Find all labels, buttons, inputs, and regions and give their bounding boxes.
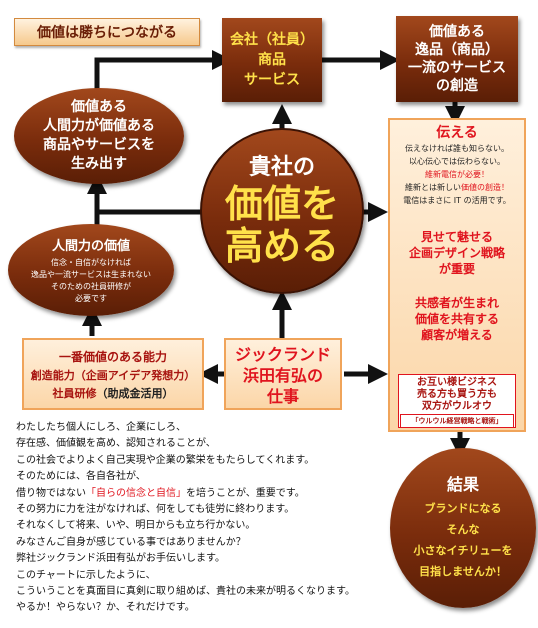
panel-title-tell: 伝える [436, 125, 478, 141]
value-line-1: 価値ある [429, 24, 485, 40]
panel-p3: 電信はまさに IT の活用です。 [403, 196, 511, 205]
center-line-2: 価値を [224, 182, 339, 226]
value-people-ellipse: 価値ある 人間力が価値ある 商品やサービスを 生み出す [14, 88, 184, 184]
body-line: 弊社ジックランド浜田有弘がお手伝いします。 [16, 553, 225, 565]
center-line-3: 高める [224, 224, 339, 268]
body-line: 存在感、価値観を高め、認知されることが、 [16, 438, 216, 450]
people-line-1: 価値ある [71, 99, 127, 115]
panel-title-share-2: 価値を共有する [414, 312, 499, 326]
people-line-4: 生み出す [71, 156, 127, 172]
panel-p2: 維新とは新しい価値の創造！ [390, 181, 524, 194]
win-line-1: お互い様ビジネス [417, 377, 497, 388]
ability-title: 一番価値のある能力 [58, 350, 167, 364]
ability-line-3a: 社員研修 [52, 387, 97, 400]
people-line-2: 人間力が価値ある [43, 118, 155, 134]
ability-box: 一番価値のある能力 創造能力（企画アイデア発想力） 社員研修（助成金活用） [22, 338, 204, 410]
center-line-1: 貴社の [248, 155, 315, 180]
ability-line-3b: （助成金活用） [96, 387, 174, 400]
win-line-2: 売る方も買う方も [417, 389, 497, 400]
tagline-text: 価値は勝ちにつながる [37, 25, 177, 41]
body-line-part: 借り物ではない [16, 487, 86, 499]
jig-line-3: 仕事 [266, 387, 299, 406]
body-line: そのためには、各自各社が、 [16, 471, 146, 483]
body-line-emphasis: 「自らの信念と自信」 [86, 487, 186, 499]
conclusion-line-4: 目指しませんか！ [419, 565, 507, 578]
body-line: こういうことを真面目に真剣に取り組めば、貴社の未来が明るくなります。 [16, 586, 355, 598]
tagline-box: 価値は勝ちにつながる [14, 18, 200, 46]
value-line-3: 一流のサービス [408, 60, 506, 76]
body-text: わたしたち個人にしろ、企業にしろ、 存在感、価値観を高め、認知されることが、 こ… [16, 420, 392, 617]
human-value-line-2: 逸品や一流サービスは生まれない [31, 270, 151, 279]
jig-line-2: 浜田有弘の [242, 366, 323, 385]
conclusion-line-3: 小さなイチリューを [413, 544, 513, 557]
panel-title-share-1: 共感者が生まれ [414, 296, 499, 310]
human-value-title: 人間力の価値 [51, 239, 130, 254]
arrow-center-to-ellipses [87, 174, 206, 215]
people-line-3: 商品やサービスを [43, 137, 155, 153]
panel-title-show-1: 見せて魅せる [420, 230, 493, 244]
conclusion-line-2: そんな [446, 523, 480, 536]
jigland-box: ジックランド 浜田有弘の 仕事 [224, 338, 342, 410]
panel-p1-line-1: 伝えなければ誰も知らない。 [405, 144, 509, 153]
panel-p1-line-2: 以心伝心では伝わらない。 [409, 157, 505, 166]
panel-title-share-3: 顧客が増える [421, 328, 493, 342]
body-line: それなくして将来、いや、明日からも立ち行かない。 [16, 520, 256, 532]
conclusion-line-1: ブランドになる [424, 502, 502, 515]
body-line: その努力に力を注がなければ、何をしても徒労に終わります。 [16, 504, 295, 516]
win-tag: 「ウルウル経営戦略と戦術」 [400, 414, 514, 428]
value-line-4: の創造 [436, 78, 478, 94]
center-value-circle: 貴社の 価値を 高める [200, 128, 364, 294]
ability-line-2: 創造能力（企画アイデア発想力） [30, 369, 196, 382]
company-line-3: サービス [244, 72, 300, 88]
body-line: このチャートに示したように、 [16, 569, 156, 581]
win-win-box: お互い様ビジネス 売る方も買う方も 双方がウルオウ 「ウルウル経営戦略と戦術」 [398, 374, 516, 428]
arrow-ellipse-to-company [94, 50, 232, 90]
panel-p1-red: 維新電信が必要！ [425, 170, 489, 179]
panel-title-show-2: 企画デザイン戦略 [408, 246, 505, 260]
company-line-2: 商品 [258, 52, 286, 68]
conclusion-ellipse: 結果 ブランドになる そんな 小さなイチリューを 目指しませんか！ [390, 448, 536, 608]
ability-line-3: 社員研修（助成金活用） [24, 385, 202, 403]
company-line-1: 会社（社員） [230, 32, 314, 48]
win-line-3: 双方がウルオウ [422, 401, 492, 412]
value-creation-box: 価値ある 逸品（商品） 一流のサービス の創造 [396, 16, 518, 102]
panel-p2-b: 価値の創造！ [461, 183, 509, 192]
body-line: みなさんご自身が感じている事ではありませんか？ [16, 536, 246, 548]
company-box: 会社（社員） 商品 サービス [222, 18, 322, 102]
human-value-line-1: 信念・自信がなければ [51, 258, 131, 267]
conclusion-title: 結果 [446, 475, 479, 494]
value-line-2: 逸品（商品） [415, 42, 499, 58]
human-value-line-4: 必要です [75, 294, 107, 303]
body-line: やるか！やらない？か、それだけです。 [16, 602, 195, 614]
body-line: 借り物ではない「自らの信念と自信」を培うことが、重要です。 [16, 486, 392, 502]
body-line: わたしたち個人にしろ、企業にしろ、 [16, 422, 186, 433]
human-value-line-3: そのための社員研修が [51, 282, 131, 291]
panel-p2-a: 維新とは新しい [405, 183, 461, 192]
body-line: この社会でよりよく自己実現や企業の繁栄をもたらしてくれます。 [16, 454, 315, 466]
panel-title-show-3: が重要 [438, 262, 475, 276]
human-value-ellipse: 人間力の価値 信念・自信がなければ 逸品や一流サービスは生まれない そのための社… [8, 224, 174, 316]
body-line-part: を培うことが、重要です。 [186, 487, 305, 499]
jig-line-1: ジックランド [234, 345, 331, 364]
